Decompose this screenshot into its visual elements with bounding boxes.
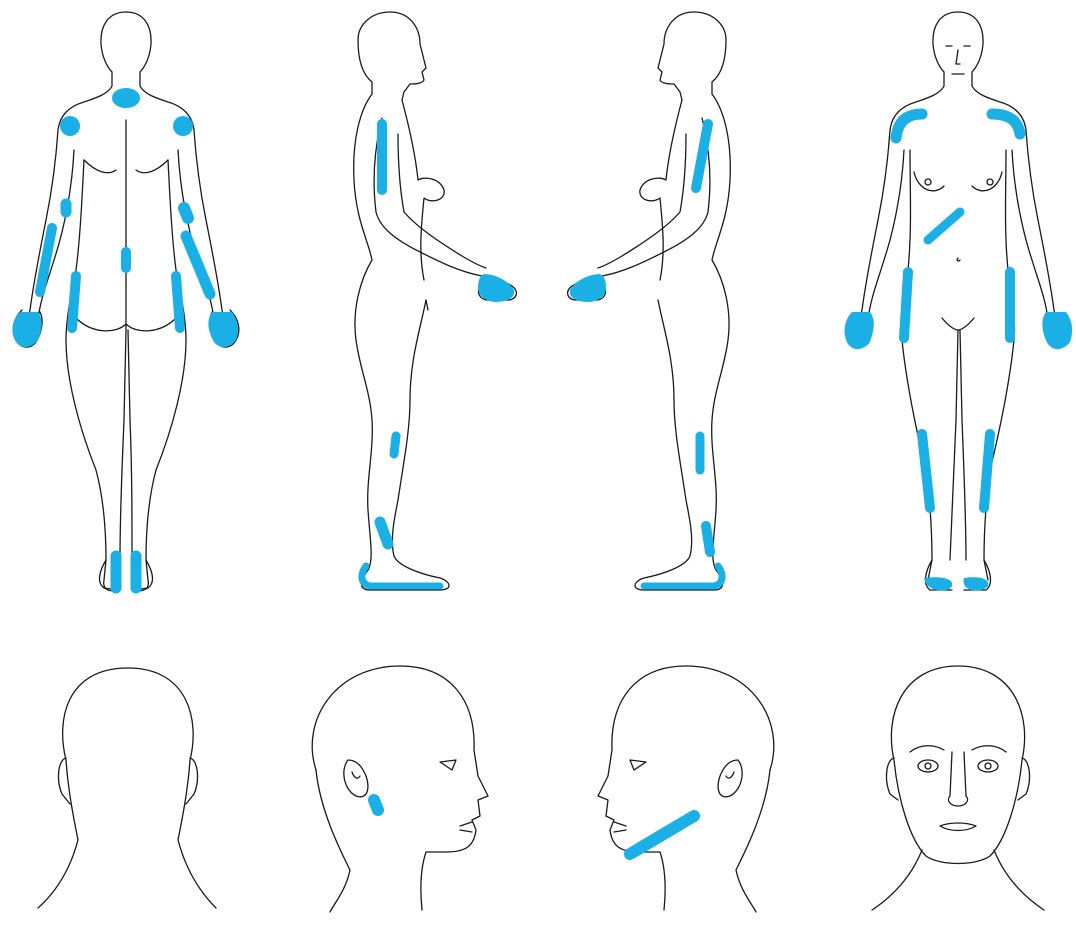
side-left-markers [570, 124, 722, 586]
marker-right-toes [964, 577, 989, 590]
figure-front-outline [854, 12, 1062, 590]
marker-right-shoulder [173, 116, 193, 136]
marker-right-forearm [186, 236, 210, 294]
marker-jaw [630, 816, 694, 854]
side-right-markers [362, 124, 514, 586]
marker-below-ear [374, 800, 378, 810]
marker-right-shoulder [992, 114, 1020, 134]
marker-right-shin [984, 434, 990, 508]
head-side-right-view [312, 666, 488, 912]
head-side-left-view [598, 666, 774, 912]
marker-right-hand [1042, 312, 1072, 349]
figure-side-left-view [568, 12, 731, 590]
marker-left-flank [72, 276, 76, 328]
marker-sole [644, 566, 722, 586]
marker-left-shoulder [60, 116, 80, 136]
marker-right-upper-arm [184, 208, 188, 218]
front-markers [845, 114, 1073, 591]
figure-front-view [845, 12, 1073, 591]
marker-left-hip [904, 272, 908, 338]
marker-right-hand [208, 312, 238, 347]
marker-hands [478, 274, 514, 302]
marker-left-hand [845, 312, 874, 349]
marker-sole [362, 566, 440, 586]
marker-hands [570, 274, 606, 302]
marker-left-shoulder [896, 114, 922, 138]
marker-shin [394, 436, 396, 454]
head-front-view [872, 666, 1044, 910]
marker-ankle [380, 522, 388, 544]
marker-ankle [706, 526, 710, 552]
marker-upper-arm [696, 124, 708, 188]
marker-left-forearm [40, 228, 52, 292]
figure-back-view [13, 12, 239, 591]
marker-right-flank [176, 276, 180, 328]
head-back-view [38, 668, 216, 908]
marker-abdomen [928, 212, 960, 240]
marker-neck [112, 88, 140, 108]
marker-left-hand [13, 312, 42, 347]
marker-left-shin [922, 434, 930, 508]
figure-side-right-view [354, 12, 517, 590]
